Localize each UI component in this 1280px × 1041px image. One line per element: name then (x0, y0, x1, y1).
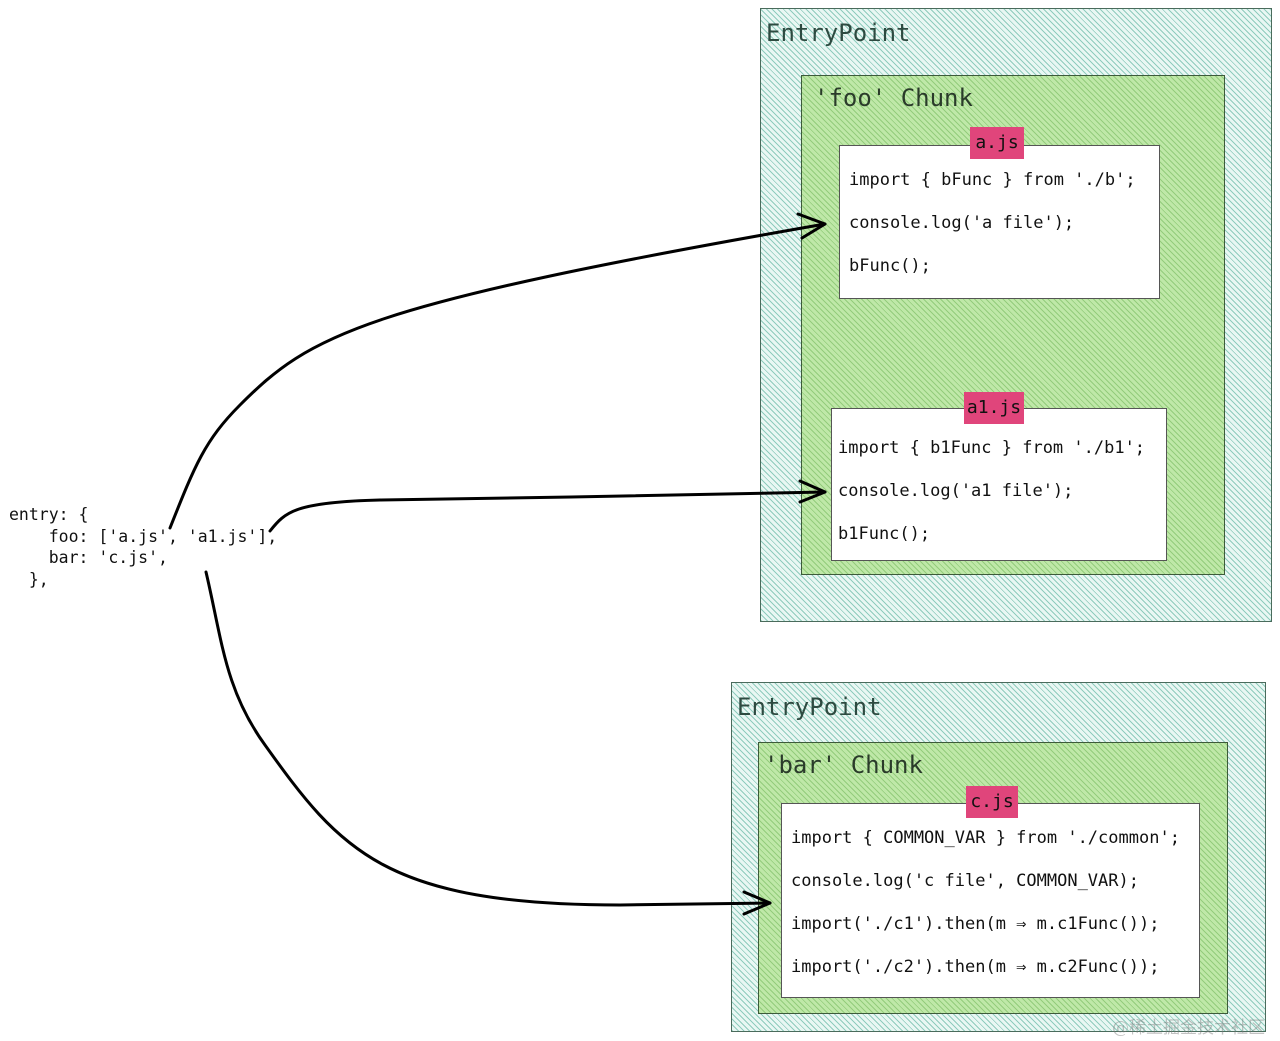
file-box-a-js: import { bFunc } from './b'; console.log… (839, 145, 1160, 299)
code-line: import { COMMON_VAR } from './common'; (791, 828, 1180, 848)
code-line: import('./c2').then(m ⇒ m.c2Func()); (791, 957, 1160, 977)
arrow-head-c-js (742, 890, 772, 916)
entry-line-foo: foo: ['a.js', 'a1.js'], (9, 526, 278, 546)
arrow-head-a-js (796, 212, 827, 240)
entrypoint-title: EntryPoint (766, 19, 911, 47)
code-line: console.log('c file', COMMON_VAR); (791, 871, 1139, 891)
entry-line-bar: bar: 'c.js', (9, 548, 168, 567)
entry-line-close: }, (9, 569, 49, 589)
arrow-foo-a-js (168, 222, 827, 530)
entrypoint-bar: EntryPoint 'bar' Chunk import { COMMON_V… (731, 682, 1266, 1032)
file-box-a1-js: import { b1Func } from './b1'; console.l… (831, 408, 1167, 561)
code-line: console.log('a file'); (849, 213, 1075, 233)
code-line: bFunc(); (849, 256, 931, 276)
entrypoint-foo: EntryPoint 'foo' Chunk import { bFunc } … (760, 8, 1272, 622)
file-label-a1-js: a1.js (964, 392, 1024, 424)
code-line: console.log('a1 file'); (838, 481, 1074, 501)
arrow-bar-c-js (204, 570, 772, 907)
code-line: b1Func(); (838, 524, 931, 544)
chunk-foo: 'foo' Chunk import { bFunc } from './b';… (801, 75, 1225, 575)
entry-config-code: entry: { foo: ['a.js', 'a1.js'], bar: 'c… (9, 504, 277, 590)
code-line: import('./c1').then(m ⇒ m.c1Func()); (791, 914, 1160, 934)
entry-line: entry: { (9, 505, 89, 524)
watermark: @稀土掘金技术社区 (1112, 1018, 1265, 1038)
chunk-title: 'bar' Chunk (764, 751, 923, 779)
file-label-c-js: c.js (966, 786, 1018, 818)
entrypoint-title: EntryPoint (737, 693, 882, 721)
code-line: import { b1Func } from './b1'; (838, 438, 1146, 458)
arrow-foo-a1-js (268, 490, 827, 533)
file-label-a-js: a.js (970, 127, 1024, 159)
arrow-head-a1-js (798, 479, 827, 504)
chunk-title: 'foo' Chunk (814, 84, 973, 112)
code-line: import { bFunc } from './b'; (849, 170, 1136, 190)
file-box-c-js: import { COMMON_VAR } from './common'; c… (781, 803, 1200, 998)
chunk-bar: 'bar' Chunk import { COMMON_VAR } from '… (758, 742, 1228, 1014)
